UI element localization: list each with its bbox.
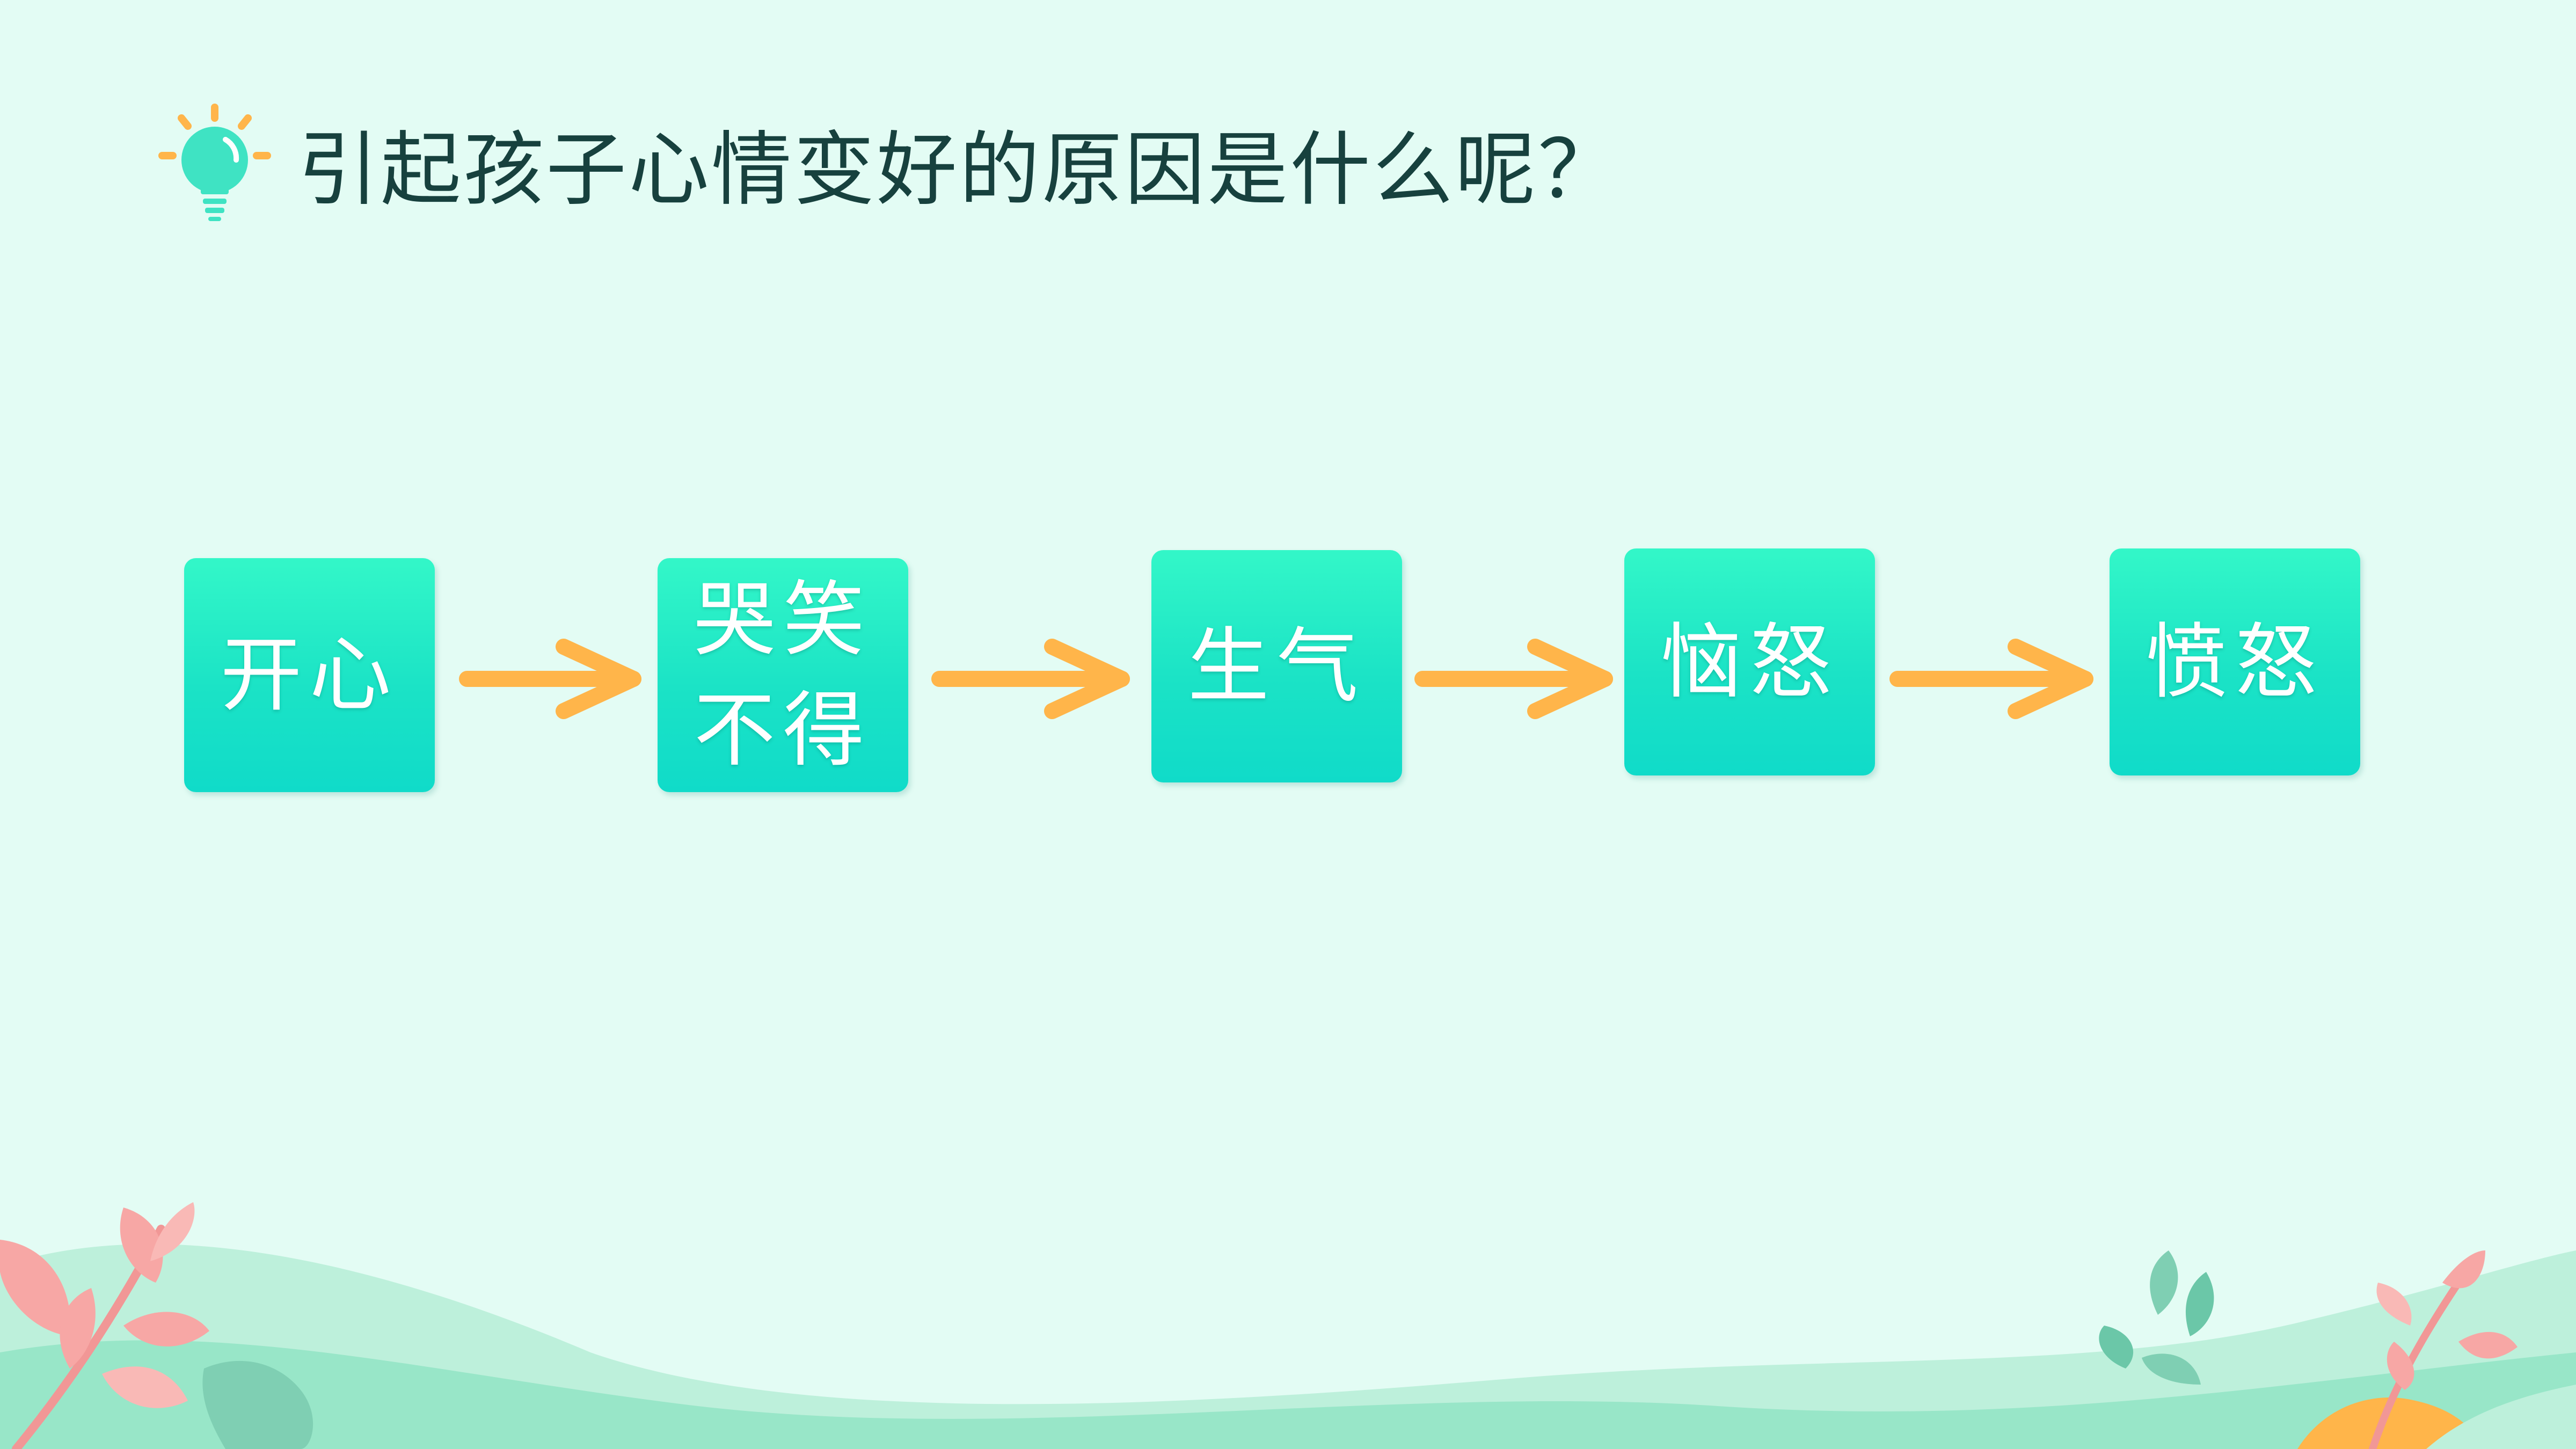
- decorative-leaves-right: [2099, 1250, 2576, 1449]
- flow-arrow-4: [1889, 639, 2093, 719]
- decorative-leaves-left: [0, 1202, 313, 1449]
- flow-step-2-label: 哭笑 不得: [694, 572, 872, 778]
- flow-step-5-label: 愤怒: [2146, 614, 2324, 709]
- flow-step-3-label: 生气: [1187, 618, 1366, 714]
- flow-arrow-1: [459, 639, 641, 719]
- flow-step-1: 开心: [184, 558, 435, 792]
- decorative-hills: [0, 1244, 2576, 1449]
- page-title: 引起孩子心情变好的原因是什么呢？: [298, 123, 1621, 217]
- flow-step-4: 恼怒: [1624, 548, 1875, 775]
- flow-arrow-2: [931, 639, 1130, 719]
- lightbulb-icon: [158, 104, 271, 221]
- flow-arrow-3: [1414, 639, 1613, 719]
- flow-step-2: 哭笑 不得: [658, 558, 908, 792]
- flow-step-5: 愤怒: [2110, 548, 2360, 775]
- flow-step-3: 生气: [1151, 550, 1402, 782]
- flow-step-4-label: 恼怒: [1660, 614, 1839, 709]
- flow-step-1-label: 开心: [220, 627, 399, 722]
